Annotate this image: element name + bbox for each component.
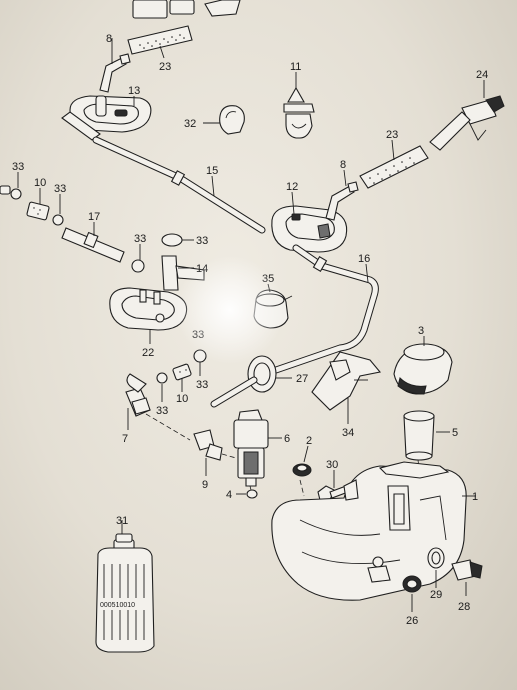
hose-23-right	[359, 139, 429, 189]
callout-14: 14	[196, 263, 208, 275]
jet-holder-13	[61, 95, 152, 141]
callout-33: 33	[196, 379, 208, 391]
jet-holder-22	[109, 287, 188, 344]
callout-30: 30	[326, 459, 338, 471]
callout-29: 29	[430, 589, 442, 601]
washer-reservoir-1	[271, 461, 476, 601]
callout-6: 6	[284, 433, 290, 445]
clip-32	[203, 105, 245, 135]
callout-24: 24	[476, 69, 488, 81]
callout-35: 35	[262, 273, 274, 285]
callout-33: 33	[134, 233, 146, 245]
callout-9: 9	[202, 479, 208, 491]
callout-17: 17	[88, 211, 100, 223]
callout-26: 26	[406, 615, 418, 627]
callout-12: 12	[286, 181, 298, 193]
bracket-34	[311, 351, 382, 424]
callout-31: 31	[116, 515, 128, 527]
callout-15: 15	[206, 165, 218, 177]
callout-13: 13	[128, 85, 140, 97]
small-parts-26-28-29	[402, 547, 483, 612]
elbow-8-top	[99, 38, 131, 93]
callout-23: 23	[159, 61, 171, 73]
bottle-label: 000510010	[100, 602, 135, 609]
callout-7: 7	[122, 433, 128, 445]
callout-23: 23	[386, 129, 398, 141]
callout-33: 33	[54, 183, 66, 195]
filler-cap-3	[393, 336, 453, 395]
elbow-7	[125, 373, 151, 430]
callout-16: 16	[358, 253, 370, 265]
callout-10: 10	[176, 393, 188, 405]
push-clip-11	[283, 72, 315, 139]
hose-23-top	[127, 25, 193, 59]
fluid-bottle-31: 000510010	[95, 520, 155, 653]
washer-pump-6	[233, 409, 282, 487]
grommet-27	[210, 355, 292, 408]
callout-5: 5	[452, 427, 458, 439]
seal-4	[236, 489, 258, 499]
callout-4: 4	[226, 489, 232, 501]
hose-16	[272, 244, 379, 374]
grommet-2	[292, 445, 312, 477]
callout-27: 27	[296, 373, 308, 385]
sensor-connector-24	[429, 80, 505, 151]
callout-8: 8	[106, 33, 112, 45]
filler-neck-5	[403, 410, 450, 461]
top-connector-part	[132, 0, 241, 19]
elbow-9	[193, 429, 223, 476]
callout-34: 34	[342, 427, 354, 439]
callout-28: 28	[458, 601, 470, 613]
elbow-8-right	[325, 169, 359, 221]
callout-1: 1	[472, 491, 478, 503]
callout-33: 33	[156, 405, 168, 417]
callout-8: 8	[340, 159, 346, 171]
cap-35	[253, 283, 293, 329]
callout-2: 2	[306, 435, 312, 447]
callout-33: 33	[196, 235, 208, 247]
callout-33: 33	[12, 161, 24, 173]
callout-33: 33	[192, 329, 204, 341]
hose-15	[92, 136, 266, 234]
bolt-30	[317, 470, 349, 501]
callout-22: 22	[142, 347, 154, 359]
callout-10: 10	[34, 177, 46, 189]
left-connectors	[0, 172, 145, 273]
callout-32: 32	[184, 118, 196, 130]
callout-3: 3	[418, 325, 424, 337]
callout-11: 11	[290, 61, 301, 73]
